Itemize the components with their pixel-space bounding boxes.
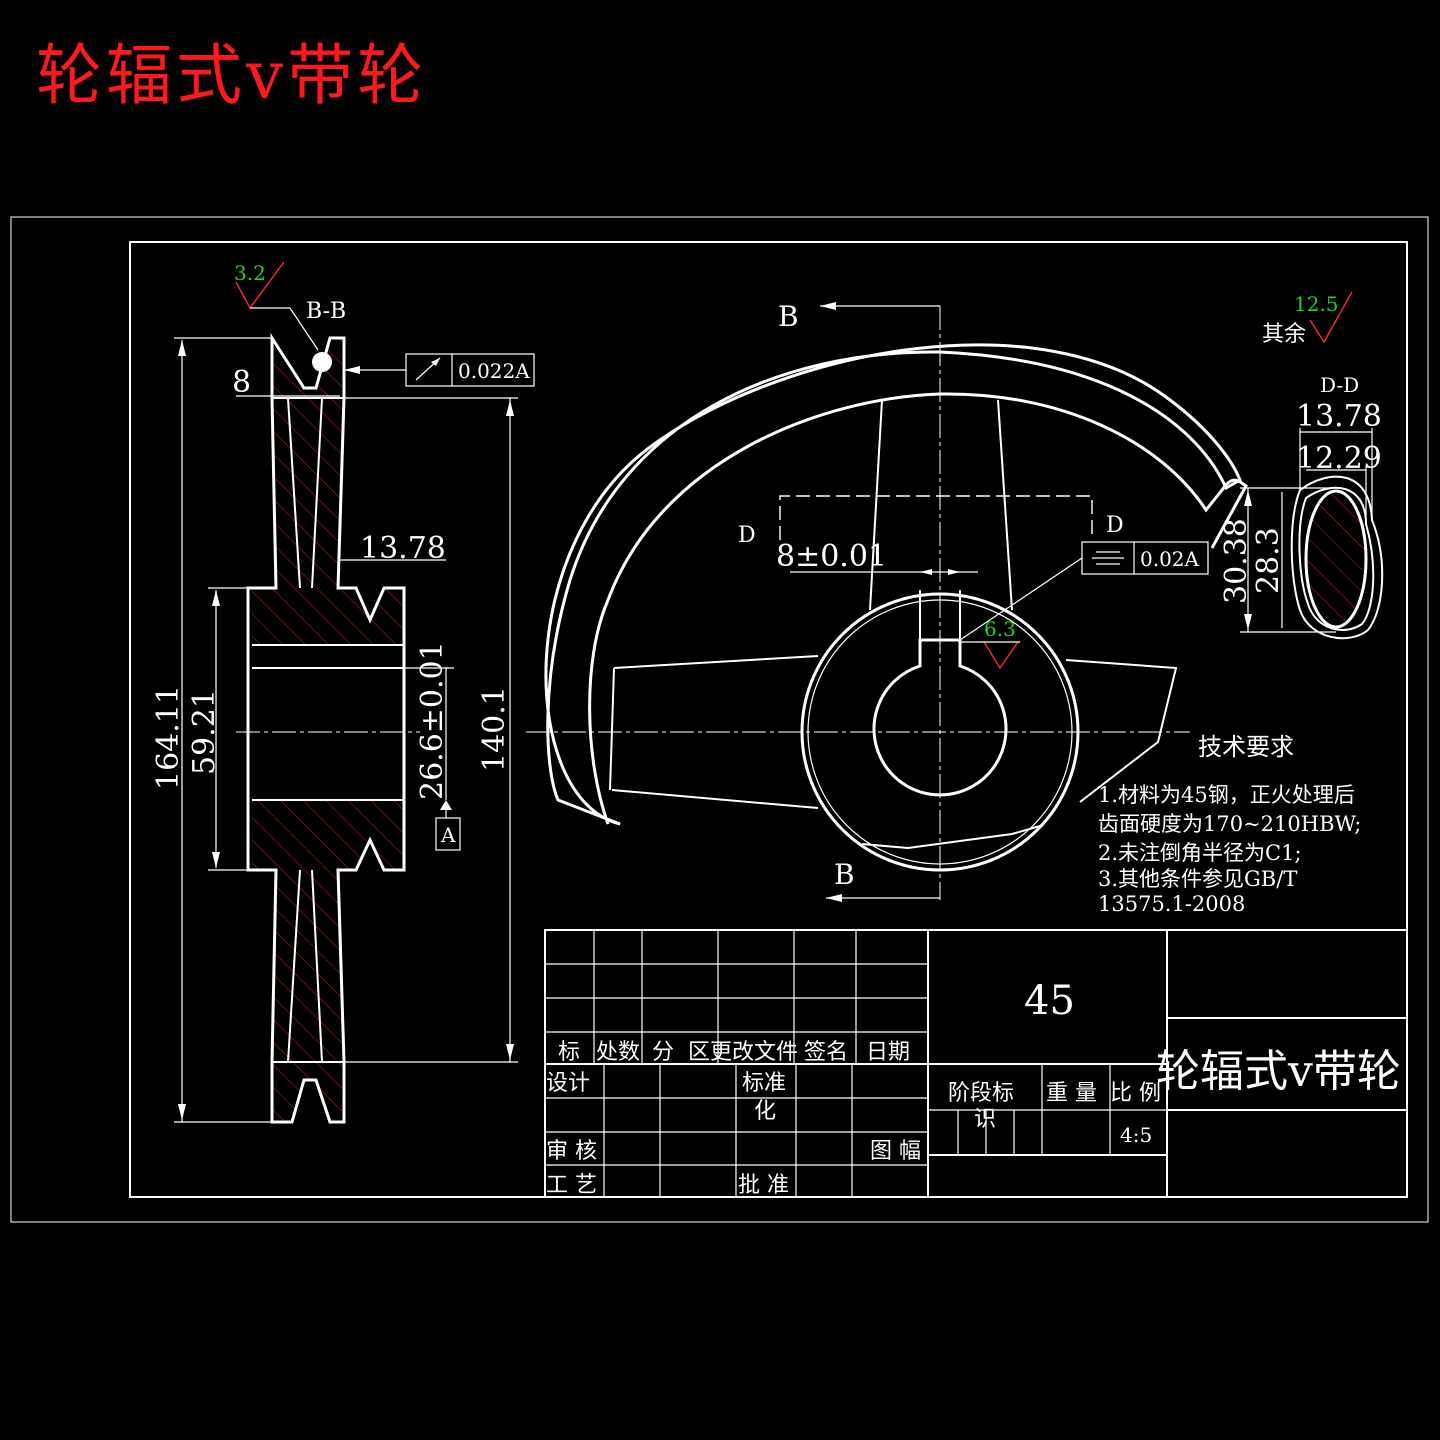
measuring-ball	[312, 352, 332, 372]
requirement-line-5: 13575.1-2008	[1098, 892, 1245, 916]
roughness-rest-label: 其余	[1262, 322, 1306, 347]
tb-header-div: 分	[652, 1040, 674, 1065]
general-roughness: 12.5 其余	[1262, 291, 1353, 347]
dd-dim-30-38: 30.38	[1219, 518, 1254, 604]
dd-dim-13-78: 13.78	[1296, 399, 1382, 434]
tb-process: 工 艺	[546, 1173, 597, 1198]
tb-header-date: 日期	[866, 1040, 910, 1065]
tb-sheet: 图 幅	[870, 1139, 921, 1164]
roughness-3-2: 3.2	[234, 261, 266, 285]
tb-material: 45	[1024, 978, 1075, 1024]
tb-standardize-2: 化	[754, 1099, 776, 1124]
outer-frame	[10, 216, 1429, 1223]
dim-140-1: 140.1	[477, 686, 512, 772]
tb-standardize-1: 标准	[742, 1071, 786, 1096]
tb-approve: 批 准	[738, 1173, 789, 1198]
tb-design: 设计	[546, 1071, 590, 1096]
tb-scale: 4:5	[1120, 1123, 1152, 1147]
dim-26-6: 26.6±0.01	[415, 641, 450, 800]
requirement-line-1: 1.材料为45钢，正火处理后	[1098, 783, 1355, 807]
requirement-line-4: 3.其他条件参见GB/T	[1098, 867, 1297, 891]
section-label-dd: D-D	[1320, 373, 1359, 397]
section-view-bb: 164.11 59.21 140.1 26.6±0.01 A 8 13.78 0…	[151, 261, 535, 1124]
tb-header-sign: 签名	[804, 1040, 848, 1065]
dim-59-21: 59.21	[187, 689, 222, 775]
drawing-title: 轮辐式v带轮	[36, 37, 427, 114]
dim-13-78-left: 13.78	[360, 531, 446, 566]
tb-part-name: 轮辐式v带轮	[1156, 1046, 1401, 1097]
dd-dim-12-29: 12.29	[1296, 441, 1382, 476]
section-b-top: B	[778, 300, 799, 333]
tb-header-count: 处数	[596, 1040, 640, 1065]
tb-header-zone: 区	[688, 1040, 710, 1065]
dim-8: 8	[232, 365, 251, 400]
roughness-12-5: 12.5	[1294, 292, 1339, 316]
tb-header-mark: 标	[558, 1040, 580, 1065]
section-d-right: D	[1106, 513, 1124, 538]
tb-stage-2: 识	[974, 1107, 996, 1132]
tb-header-file: 更改文件	[710, 1040, 798, 1065]
section-b-bottom: B	[834, 858, 855, 891]
runout-frame	[405, 353, 535, 387]
section-view-dd: D-D 13.78 12.29 30.38 28.3	[1219, 373, 1384, 640]
section-label-bb: B-B	[306, 299, 346, 324]
front-view: B B D D 8±0.01 0.02A 6.3	[526, 300, 1248, 902]
tb-scale-label: 比 例	[1110, 1081, 1161, 1106]
dd-dim-28-3: 28.3	[1251, 527, 1286, 594]
tb-review: 审 核	[546, 1139, 597, 1164]
datum-a: A	[440, 823, 456, 847]
requirements-heading: 技术要求	[1198, 733, 1294, 761]
title-block: 标 处数 分 区 更改文件 签名 日期 设计 标准 化 审 核 图 幅 工 艺 …	[544, 929, 1408, 1198]
dim-164-11: 164.11	[151, 685, 186, 790]
runout-value: 0.022A	[458, 359, 530, 383]
roughness-6-3: 6.3	[984, 617, 1016, 641]
dim-8-key: 8±0.01	[776, 539, 887, 574]
symmetry-value: 0.02A	[1140, 547, 1200, 571]
tb-stage-1: 阶段标	[948, 1081, 1014, 1106]
requirement-line-3: 2.未注倒角半径为C1;	[1098, 841, 1302, 865]
technical-requirements: 技术要求 1.材料为45钢，正火处理后 齿面硬度为170~210HBW; 2.未…	[1098, 733, 1361, 916]
requirement-line-2: 齿面硬度为170~210HBW;	[1098, 812, 1361, 836]
tb-weight: 重 量	[1046, 1081, 1097, 1106]
section-d-left: D	[738, 523, 756, 548]
